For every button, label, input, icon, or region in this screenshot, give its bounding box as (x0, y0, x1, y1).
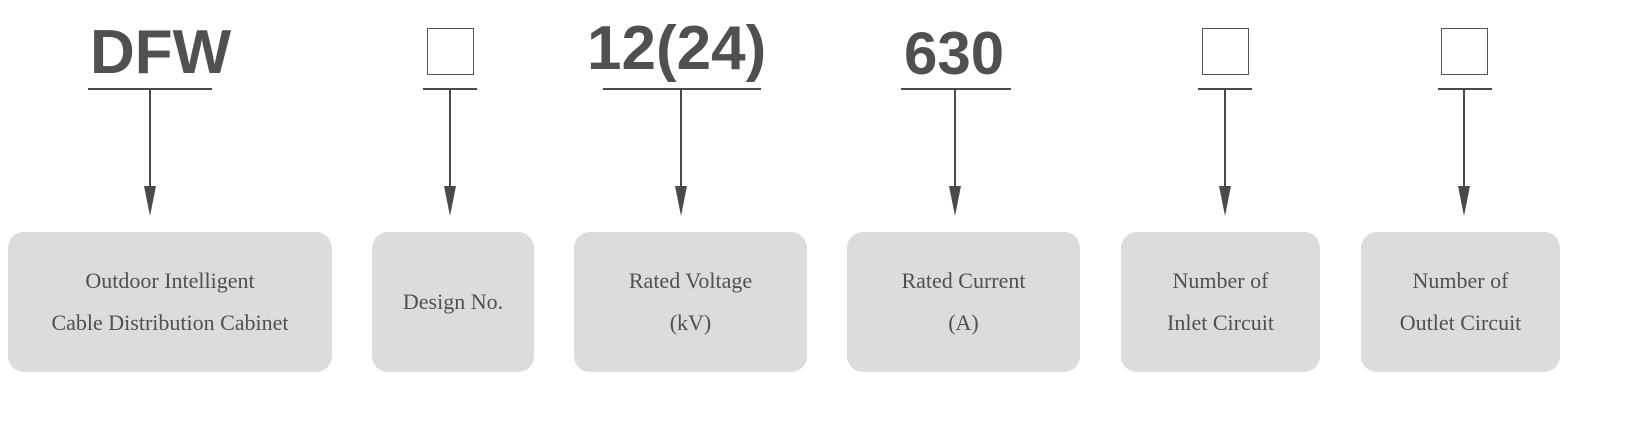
segment-5-description-line-2: Inlet Circuit (1167, 310, 1274, 335)
segment-1-description-line-2: Cable Distribution Cabinet (51, 310, 289, 335)
segment-2-description-box: Design No. (372, 232, 534, 372)
segment-2-arrowhead (444, 186, 456, 216)
segment-6-connector-line (1463, 89, 1465, 187)
segment-4-arrowhead (949, 186, 961, 216)
segment-4-code: 630 (904, 20, 1005, 87)
segment-1-connector-line (149, 89, 151, 187)
segment-5-placeholder-box (1202, 28, 1249, 75)
segment-5-description-box: Number of Inlet Circuit (1121, 232, 1320, 372)
segment-1-arrowhead (144, 186, 156, 216)
segment-3-description-line-1: Rated Voltage (628, 268, 753, 293)
segment-4-description-box: Rated Current (A) (847, 232, 1080, 372)
segment-3-arrowhead (675, 186, 687, 216)
segment-6-description-line-1: Number of (1412, 268, 1509, 293)
segment-5-connector-line (1224, 89, 1226, 187)
segment-3-connector-line (680, 89, 682, 187)
segment-3-underline (603, 88, 761, 90)
segment-3-description-box: Rated Voltage (kV) (574, 232, 807, 372)
segment-2-description-line-1: Design No. (402, 289, 504, 314)
segment-3-code: 12(24) (587, 14, 767, 83)
segment-4-description-line-1: Rated Current (901, 268, 1026, 293)
segment-6-placeholder-box (1441, 28, 1488, 75)
segment-4-description-line-2: (A) (948, 310, 979, 335)
segment-4-underline (901, 88, 1011, 90)
segment-1-description-box: Outdoor Intelligent Cable Distribution C… (8, 232, 332, 372)
segment-6-description-line-2: Outlet Circuit (1399, 310, 1522, 335)
segment-6-description-box: Number of Outlet Circuit (1361, 232, 1560, 372)
segment-6-arrowhead (1458, 186, 1470, 216)
segment-2-connector-line (449, 89, 451, 187)
segment-3-description-line-2: (kV) (669, 310, 712, 335)
segment-5-description-line-1: Number of (1172, 268, 1269, 293)
segment-2-placeholder-box (427, 28, 474, 75)
segment-1-description-line-1: Outdoor Intelligent (85, 268, 255, 293)
segment-4-connector-line (954, 89, 956, 187)
segment-6-underline (1438, 88, 1492, 90)
segment-5-arrowhead (1219, 186, 1231, 216)
segment-1-code: DFW (90, 18, 232, 87)
